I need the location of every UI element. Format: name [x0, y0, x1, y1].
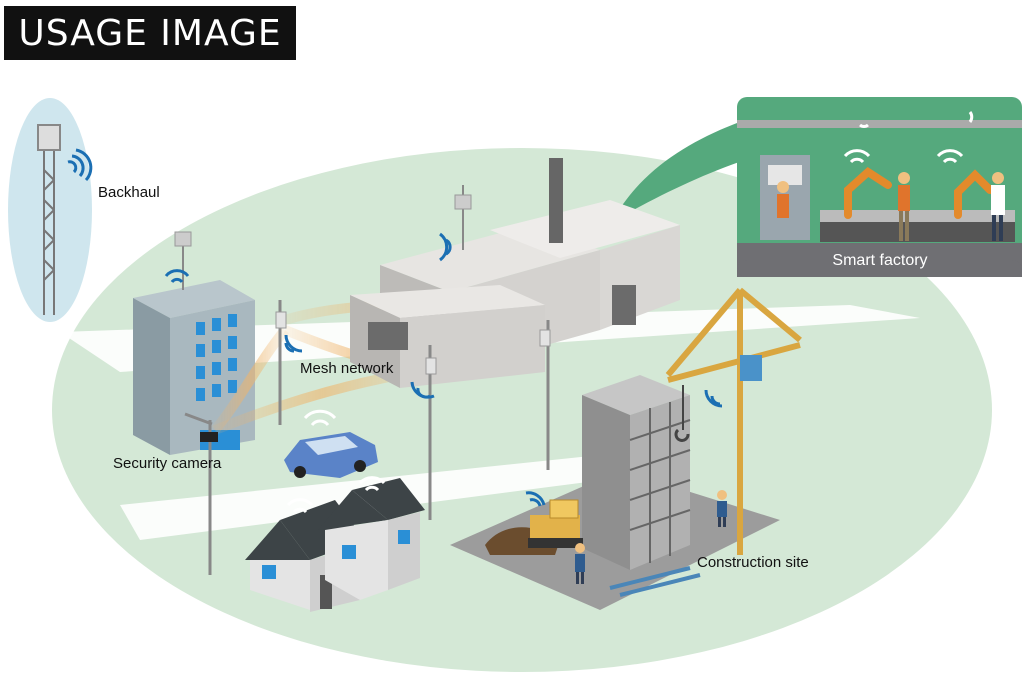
page-title: USAGE IMAGE	[18, 12, 282, 54]
security-camera-label: Security camera	[113, 455, 222, 472]
wifi-signal-icon	[704, 389, 723, 408]
factory-buildings	[350, 158, 680, 388]
backhaul-bubble	[8, 98, 92, 322]
mesh-node	[539, 329, 551, 347]
wifi-signal-icon	[525, 491, 546, 507]
wifi-signal-icon	[303, 409, 337, 427]
security-camera-icon	[184, 412, 218, 442]
worker-icon	[575, 543, 585, 584]
crane-hook	[674, 428, 690, 442]
bulldozer-icon	[528, 499, 583, 548]
construction-site-label: Construction site	[697, 554, 809, 571]
worker-icon	[717, 490, 727, 527]
backhaul-label: Backhaul	[98, 184, 160, 201]
wifi-signal-icon	[284, 334, 303, 353]
wifi-signal-icon	[164, 269, 190, 284]
wifi-signal-icon	[410, 381, 435, 399]
mesh-node	[425, 357, 437, 375]
wifi-signal-icon	[843, 111, 974, 164]
car-icon	[284, 432, 378, 478]
worker-icon	[898, 172, 910, 241]
wifi-signal-icon	[439, 232, 452, 262]
wifi-signal-icon	[67, 148, 93, 182]
smart-factory-label: Smart factory	[832, 252, 928, 269]
crane-icon	[665, 287, 802, 555]
title-banner: USAGE IMAGE	[4, 6, 296, 60]
worker-icon	[991, 172, 1005, 241]
robot-arm-icon	[844, 166, 994, 219]
worker-icon	[777, 181, 789, 218]
crane-counterweight	[740, 355, 762, 381]
smart-factory-inset	[737, 97, 1022, 277]
inset-callout-tail	[612, 120, 745, 222]
steel-beams	[609, 566, 701, 597]
construction-building	[582, 375, 691, 570]
mesh-node	[275, 311, 287, 329]
mesh-network-label: Mesh network	[300, 360, 394, 377]
wifi-signal-icon	[286, 476, 386, 514]
cell-tower-icon	[37, 124, 61, 315]
